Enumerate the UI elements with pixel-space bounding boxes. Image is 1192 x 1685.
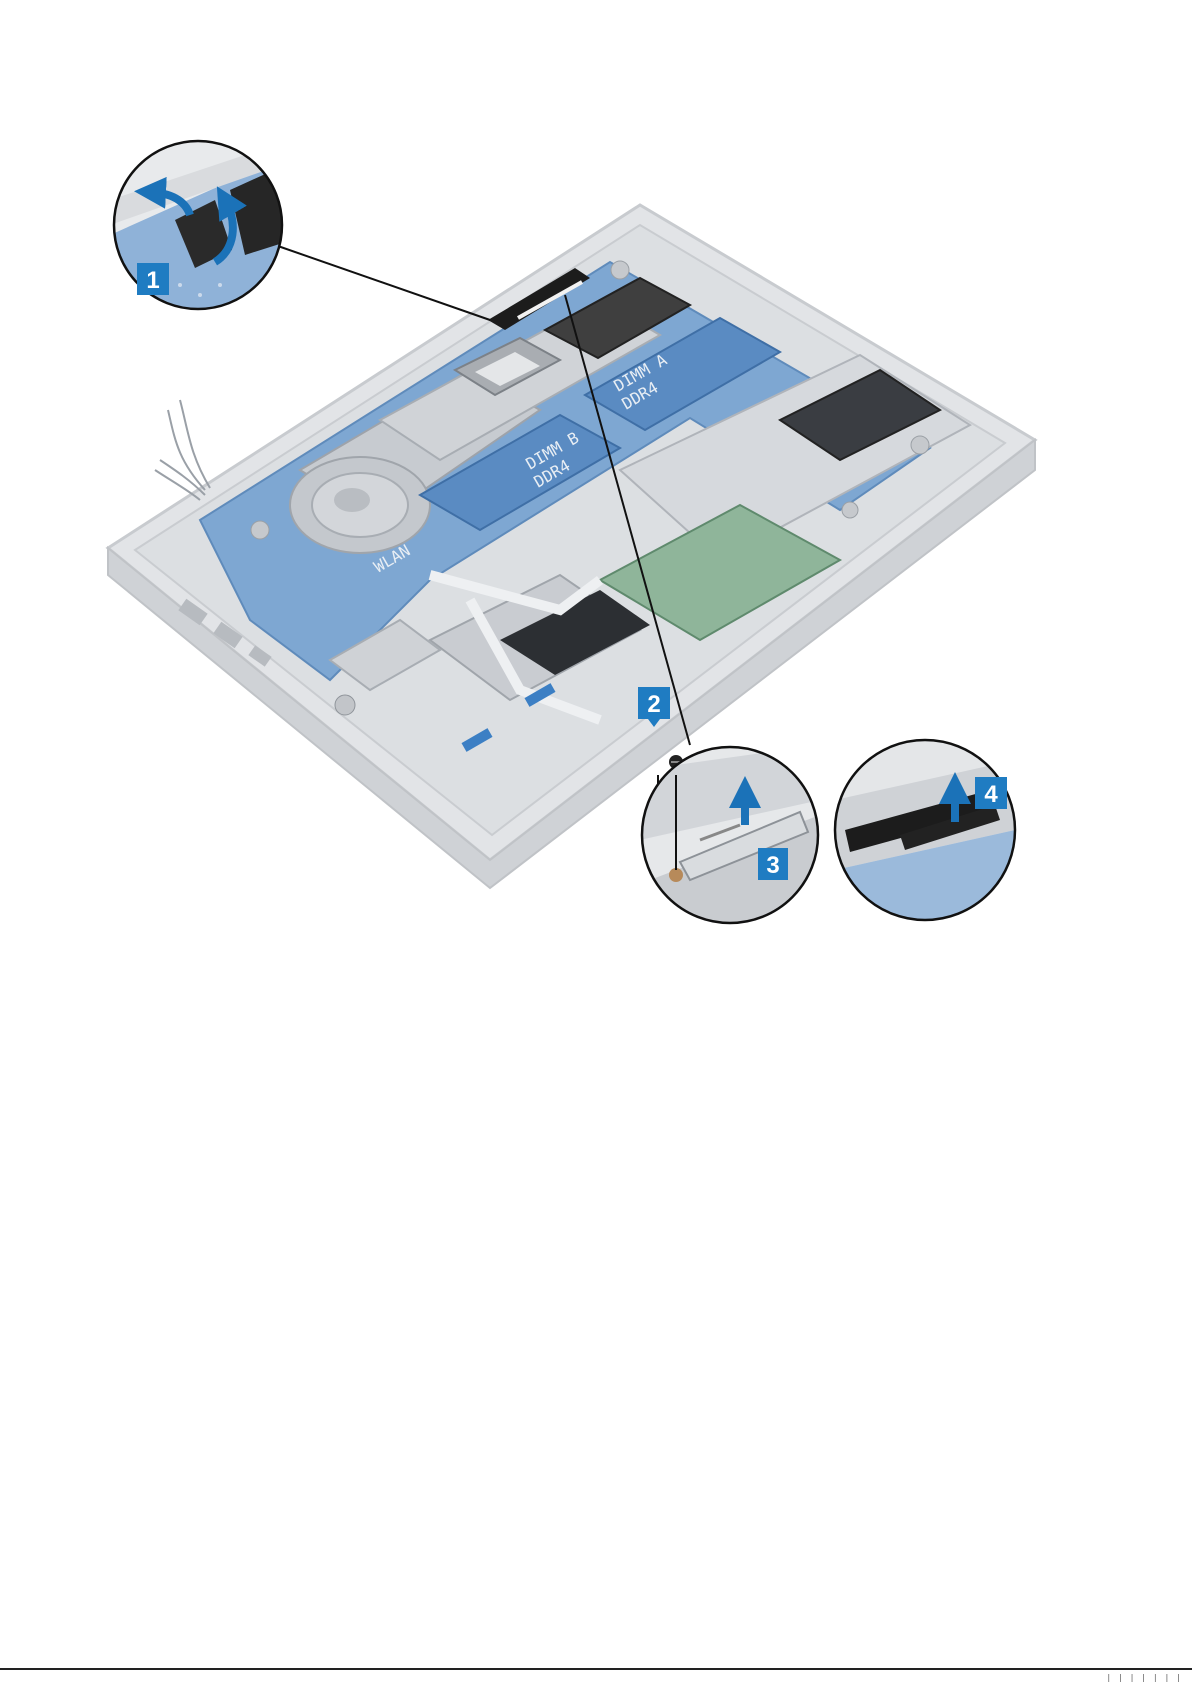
step-4-number: 4 [984,781,998,808]
step-3-number: 3 [766,852,779,879]
callout-step-1: 1 [110,140,300,310]
page-footer-rule: | | | | | | | [0,1668,1192,1685]
step-2-number: 2 [647,691,660,718]
footer-marks: | | | | | | | [1106,1673,1182,1682]
step-1-number: 1 [146,267,159,294]
callout-step-4: 4 [835,740,1015,920]
antenna-cables [155,400,210,500]
callout-step-3: 3 [640,745,820,925]
